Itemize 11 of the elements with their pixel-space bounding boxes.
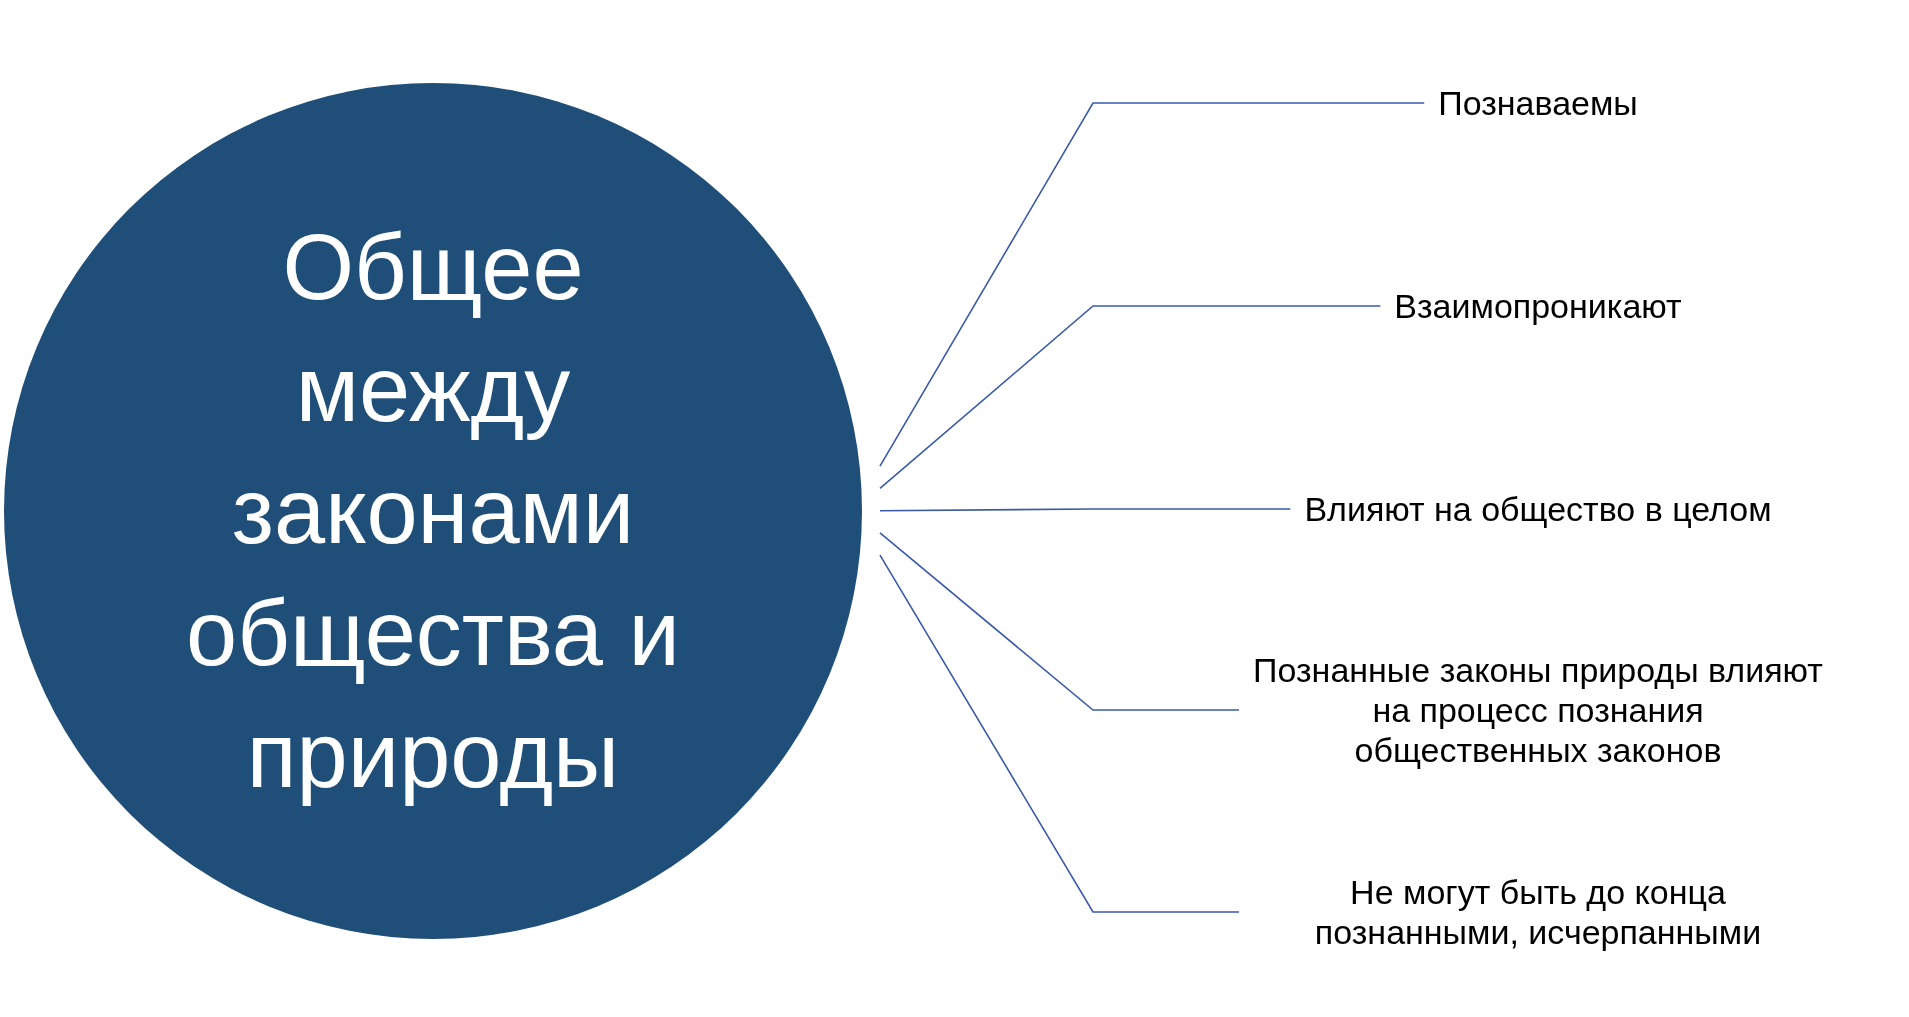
connector-line [879, 305, 1382, 490]
connector-line [879, 532, 1240, 711]
connector-line [879, 508, 1292, 512]
property-text: Взаимопроникают [1394, 286, 1682, 326]
property-text: Познаваемы [1438, 83, 1638, 123]
topic-title: Общее между законами общества и природы [185, 215, 681, 808]
property-text: Влияют на общество в целом [1304, 489, 1772, 529]
property-text: Не могут быть до конца познанными, исчерпанными [1313, 872, 1763, 952]
connector-line [879, 102, 1425, 467]
property-text: Познанные законы природы влияют на процесс познания общественных законов [1253, 650, 1823, 770]
connector-line [879, 554, 1240, 913]
